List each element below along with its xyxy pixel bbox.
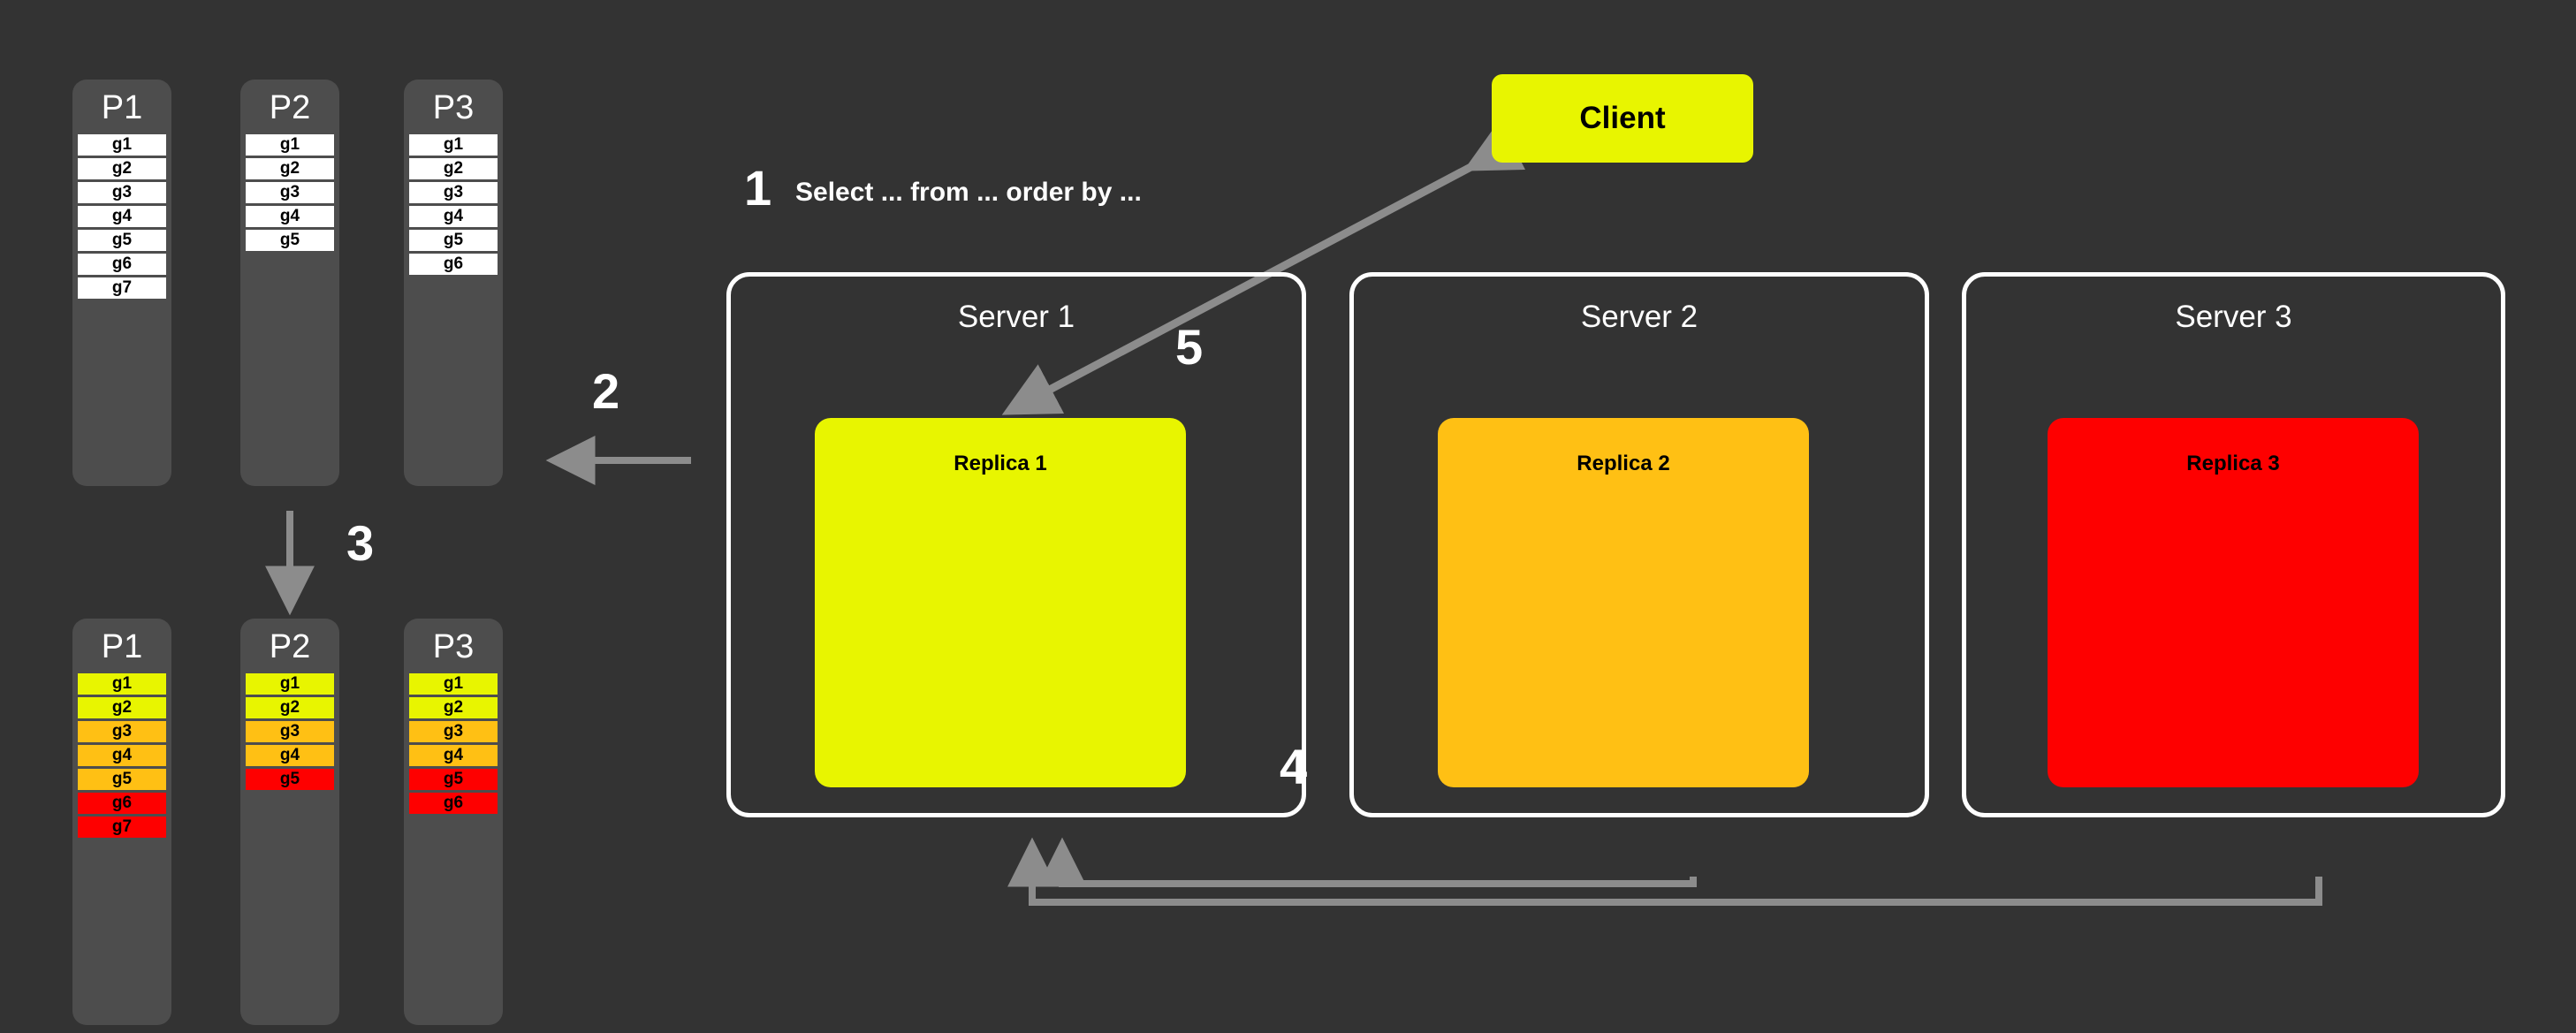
- partition-cell: g5: [409, 230, 498, 251]
- step-number-2: 2: [592, 363, 620, 419]
- partition-cell: g4: [246, 745, 334, 766]
- server-title: Server 2: [1580, 300, 1698, 334]
- partition-cell: g6: [78, 793, 166, 814]
- partition-cell: g3: [78, 182, 166, 203]
- partition-cell: g1: [246, 134, 334, 156]
- partition-cell: g1: [78, 673, 166, 695]
- partition-cell: g4: [409, 206, 498, 227]
- partition-before-p1: P1 g1 g2 g3 g4 g5 g6 g7: [72, 80, 171, 486]
- partition-cell: g2: [78, 158, 166, 179]
- partition-before-p3: P3 g1 g2 g3 g4 g5 g6: [404, 80, 503, 486]
- replica-box-1[interactable]: Replica 1: [815, 418, 1186, 787]
- partition-cell: g1: [78, 134, 166, 156]
- partition-cell: g4: [246, 206, 334, 227]
- partition-cell: g5: [78, 230, 166, 251]
- partition-cell: g7: [78, 817, 166, 838]
- query-label: Select ... from ... order by ...: [795, 178, 1142, 207]
- arrow-step-4-outer: [1007, 837, 2322, 906]
- server-title: Server 1: [957, 300, 1075, 334]
- partition-cell: g4: [409, 745, 498, 766]
- partition-label: P3: [432, 628, 475, 665]
- partition-cell: g1: [246, 673, 334, 695]
- partition-label: P1: [101, 89, 143, 126]
- partition-cells: g1 g2 g3 g4 g5 g6: [404, 134, 503, 286]
- partition-before-p2: P2 g1 g2 g3 g4 g5: [240, 80, 339, 486]
- partition-label: P1: [101, 628, 143, 665]
- server-box-1: Server 1 Replica 1: [726, 272, 1306, 817]
- partition-cell: g3: [78, 721, 166, 742]
- partition-after-p1: P1 g1 g2 g3 g4 g5 g6 g7: [72, 619, 171, 1025]
- partition-cell: g5: [246, 769, 334, 790]
- partition-cell: g2: [246, 158, 334, 179]
- partition-cell: g3: [246, 182, 334, 203]
- replica-box-3[interactable]: Replica 3: [2048, 418, 2419, 787]
- partition-cells: g1 g2 g3 g4 g5 g6: [404, 673, 503, 825]
- partition-label: P3: [432, 89, 475, 126]
- partition-cell: g7: [78, 277, 166, 299]
- partition-cell: g6: [409, 793, 498, 814]
- partition-label: P2: [269, 628, 311, 665]
- server-title: Server 3: [2175, 300, 2292, 334]
- partition-cells: g1 g2 g3 g4 g5: [240, 134, 339, 262]
- partition-cell: g3: [409, 721, 498, 742]
- client-box[interactable]: Client: [1492, 74, 1753, 163]
- partition-cell: g3: [246, 721, 334, 742]
- partition-cells: g1 g2 g3 g4 g5: [240, 673, 339, 801]
- replica-box-2[interactable]: Replica 2: [1438, 418, 1809, 787]
- partition-cell: g4: [78, 745, 166, 766]
- partition-cell: g1: [409, 134, 498, 156]
- step-number-1: 1: [744, 160, 772, 216]
- server-box-2: Server 2 Replica 2: [1349, 272, 1929, 817]
- partition-cell: g2: [246, 697, 334, 718]
- partition-cell: g2: [78, 697, 166, 718]
- partition-cell: g6: [409, 254, 498, 275]
- partition-cell: g2: [409, 697, 498, 718]
- partition-cells: g1 g2 g3 g4 g5 g6 g7: [72, 673, 171, 849]
- partition-cell: g1: [409, 673, 498, 695]
- partition-cell: g6: [78, 254, 166, 275]
- partition-after-p3: P3 g1 g2 g3 g4 g5 g6: [404, 619, 503, 1025]
- step-number-5: 5: [1175, 319, 1204, 375]
- partition-cell: g5: [246, 230, 334, 251]
- partition-cell: g5: [409, 769, 498, 790]
- server-box-3: Server 3 Replica 3: [1962, 272, 2505, 817]
- partition-cells: g1 g2 g3 g4 g5 g6 g7: [72, 134, 171, 310]
- partition-label: P2: [269, 89, 311, 126]
- partition-cell: g3: [409, 182, 498, 203]
- partition-cell: g4: [78, 206, 166, 227]
- arrow-step-4-inner: [1037, 837, 1697, 887]
- partition-cell: g2: [409, 158, 498, 179]
- partition-after-p2: P2 g1 g2 g3 g4 g5: [240, 619, 339, 1025]
- partition-cell: g5: [78, 769, 166, 790]
- step-number-3: 3: [346, 515, 375, 571]
